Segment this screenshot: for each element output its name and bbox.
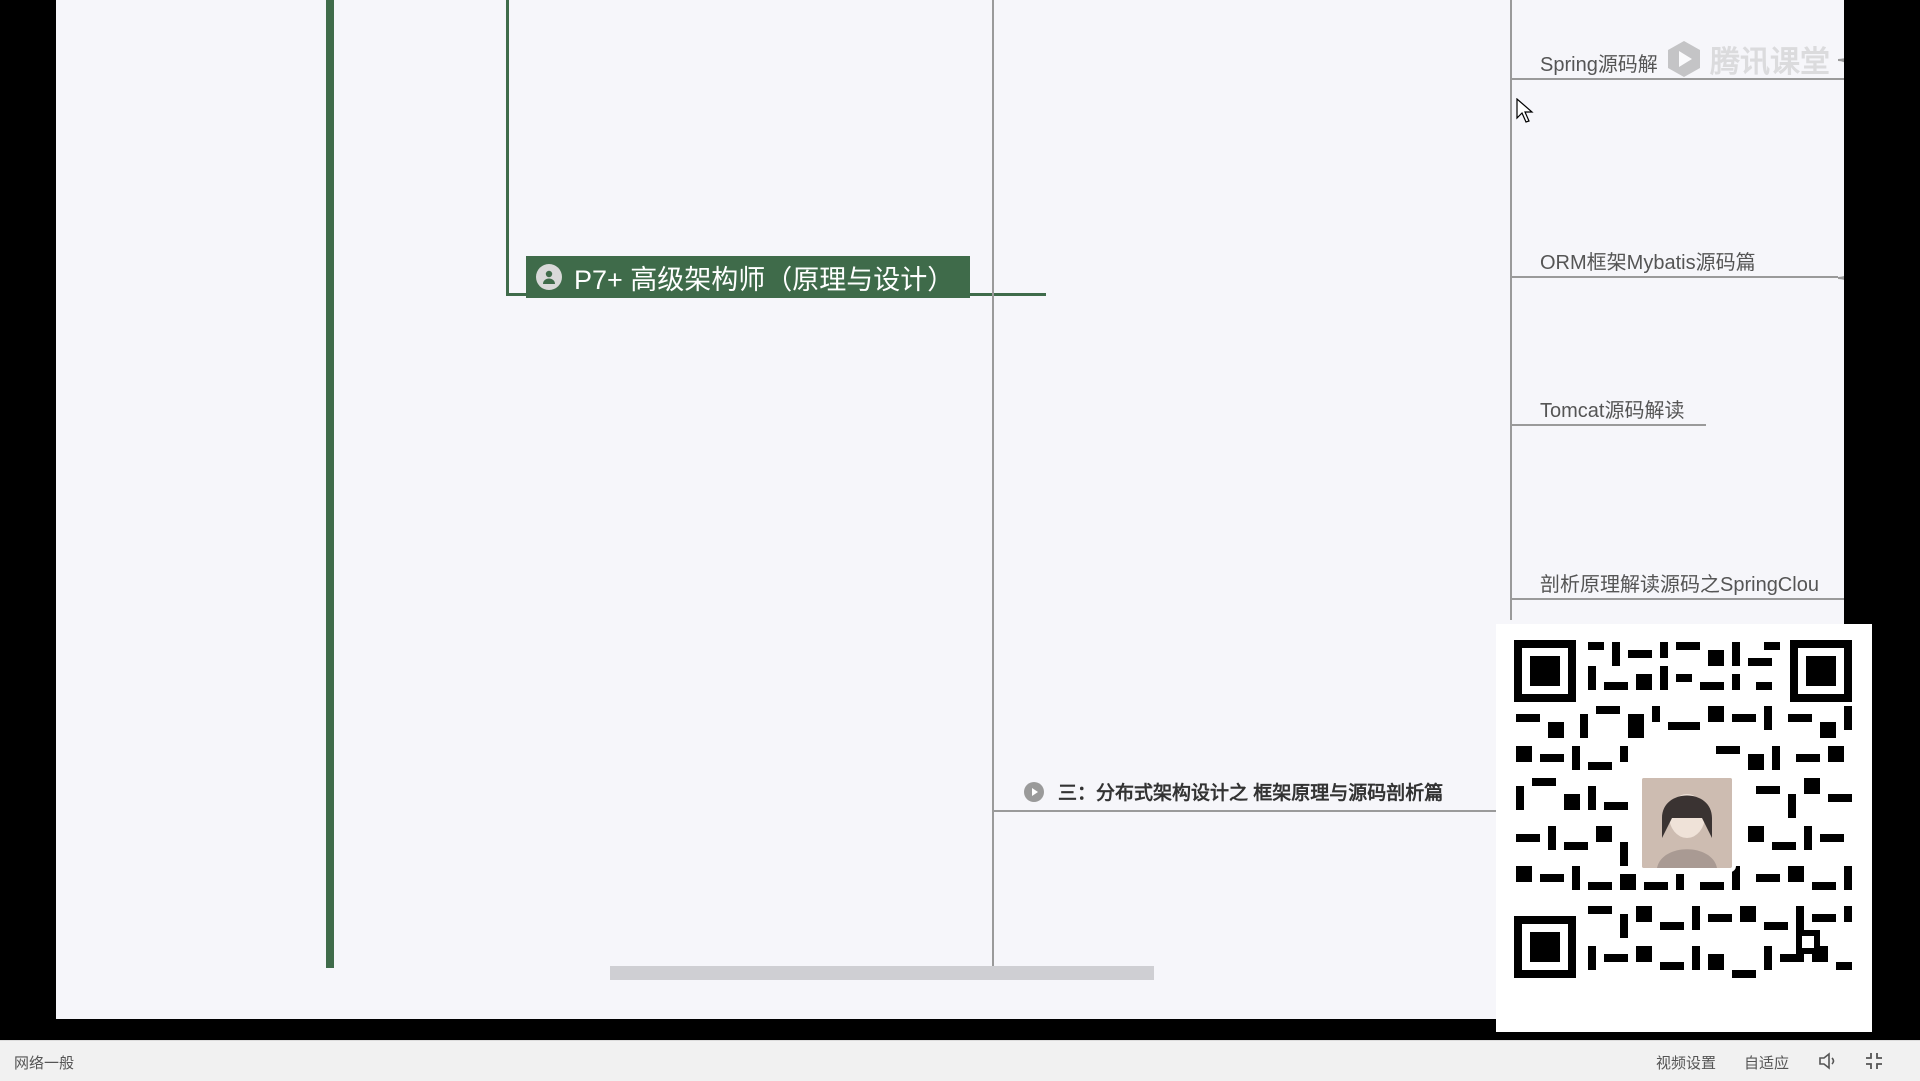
main-branch-line — [326, 0, 334, 968]
topic-underline — [992, 810, 1538, 812]
tencent-classroom-watermark: 腾讯课堂 — [1664, 36, 1844, 82]
video-settings-button[interactable]: 视频设置 — [1656, 1055, 1717, 1072]
p7-topic-node[interactable]: P7+ 高级架构师（原理与设计） — [526, 256, 970, 298]
qr-avatar-image — [1638, 774, 1736, 872]
topic-underline — [1512, 276, 1838, 278]
center-branch-line — [992, 0, 994, 968]
section3-label: 三：分布式架构设计之 框架原理与源码剖析篇 — [1058, 783, 1444, 804]
topic-underline — [1512, 424, 1706, 426]
play-icon — [1024, 781, 1044, 802]
user-icon — [536, 264, 562, 290]
topic-mybatis-source[interactable]: ORM框架Mybatis源码篇 — [1540, 246, 1756, 275]
horizontal-scrollbar[interactable] — [610, 966, 1154, 980]
video-letterbox-bottom — [0, 1019, 1920, 1040]
topic-spring-source[interactable]: Spring源码解 — [1540, 48, 1658, 77]
network-status-label: 网络一般 — [14, 1055, 75, 1072]
mindmap-canvas[interactable]: P7+ 高级架构师（原理与设计） Spring源码解 ORM框架Mybatis源… — [56, 0, 1844, 1019]
topic-underline — [1512, 598, 1844, 600]
exit-fullscreen-icon[interactable] — [1864, 1051, 1884, 1071]
topic-underline — [1512, 78, 1844, 80]
p7-topic-label: P7+ 高级架构师（原理与设计） — [574, 264, 955, 295]
topic-springcloud-source[interactable]: 剖析原理解读源码之SpringClou — [1540, 568, 1819, 597]
section3-topic-node[interactable]: 三：分布式架构设计之 框架原理与源码剖析篇 — [1024, 778, 1443, 805]
topic-label: Tomcat源码解读 — [1540, 400, 1685, 422]
player-status-bar: 网络一般 视频设置 自适应 — [0, 1040, 1920, 1081]
topic-tomcat-source[interactable]: Tomcat源码解读 — [1540, 394, 1684, 423]
qr-code-panel — [1496, 624, 1872, 1032]
watermark-text: 腾讯课堂 — [1710, 46, 1830, 79]
topic-label: ORM框架Mybatis源码篇 — [1540, 252, 1756, 274]
sub-branch-curves — [1837, 58, 1844, 281]
branch-connector — [506, 0, 509, 296]
topic-label: Spring源码解 — [1540, 54, 1658, 76]
volume-icon[interactable] — [1817, 1050, 1839, 1072]
watermark-logo-icon — [1668, 41, 1700, 77]
right-branch-line — [1510, 0, 1512, 620]
mouse-pointer-icon — [1516, 98, 1534, 123]
topic-label: 剖析原理解读源码之SpringClou — [1540, 574, 1819, 596]
auto-fit-button[interactable]: 自适应 — [1744, 1055, 1790, 1072]
